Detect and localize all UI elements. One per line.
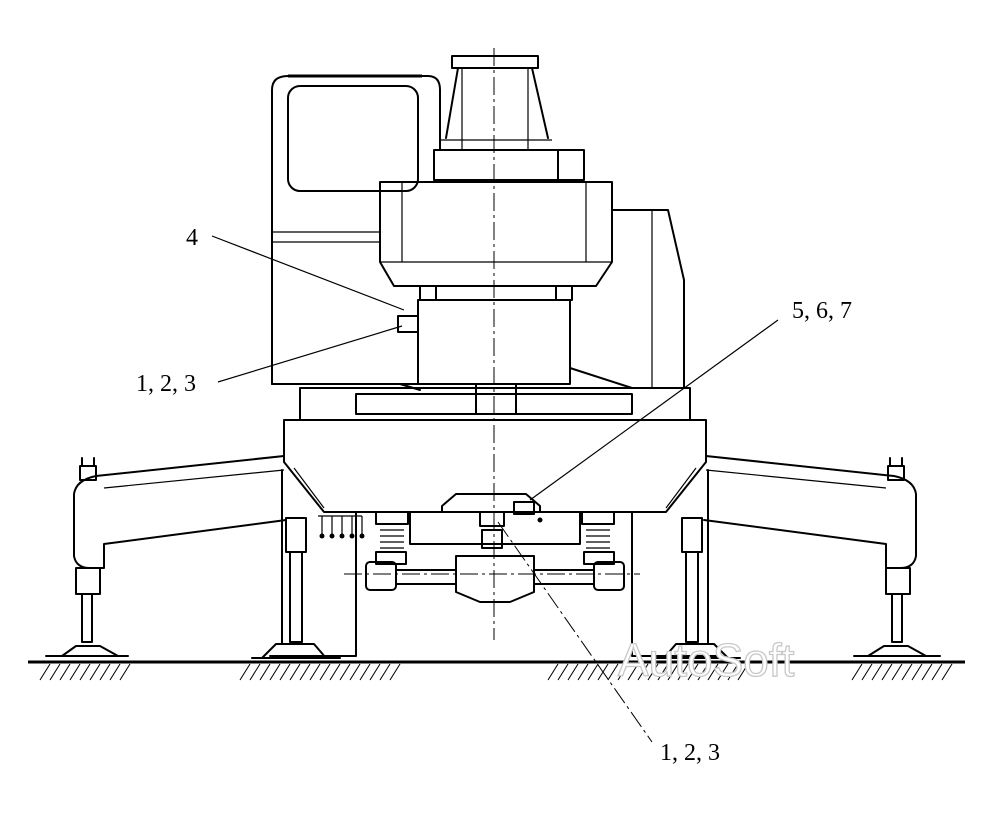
- leader-567: [529, 319, 779, 501]
- hatch-line: [349, 663, 361, 681]
- turret-body: [271, 299, 685, 391]
- hatch-line: [289, 663, 301, 681]
- hatch-line: [727, 663, 739, 681]
- right-outrigger: [703, 455, 941, 657]
- hatch-line: [607, 663, 619, 681]
- left-outrigger: [45, 455, 287, 657]
- leader-123-left: [217, 325, 403, 383]
- undercarriage: [283, 419, 707, 513]
- hatch-line: [389, 663, 401, 681]
- hatch-line: [717, 663, 729, 681]
- hatch-line: [279, 663, 291, 681]
- hatch-line: [259, 663, 271, 681]
- hatch-line: [627, 663, 639, 681]
- hatch-line: [239, 663, 251, 681]
- hatch-line: [249, 663, 261, 681]
- hatch-line: [891, 663, 903, 681]
- ground: [28, 660, 965, 681]
- left-wheel-assembly: [251, 469, 409, 659]
- hatch-line: [319, 663, 331, 681]
- hatch-line: [69, 663, 81, 681]
- hatch-line: [921, 663, 933, 681]
- hatch-line: [657, 663, 669, 681]
- hatch-line: [99, 663, 111, 681]
- top-frame: [433, 55, 585, 181]
- hatch-line: [369, 663, 381, 681]
- hatch-line: [577, 663, 589, 681]
- hatch-line: [309, 663, 321, 681]
- slewing-ring: [299, 383, 691, 421]
- hatch-line: [329, 663, 341, 681]
- hatch-line: [269, 663, 281, 681]
- hatch-line: [911, 663, 923, 681]
- hatch-line: [931, 663, 943, 681]
- hatch-line: [359, 663, 371, 681]
- hatch-line: [737, 663, 749, 681]
- hatch-line: [637, 663, 649, 681]
- hatch-line: [687, 663, 699, 681]
- hatch-line: [707, 663, 719, 681]
- hatch-line: [851, 663, 863, 681]
- leader-lines: [211, 235, 779, 743]
- hatch-line: [871, 663, 883, 681]
- engine-housing: [611, 209, 685, 389]
- hatch-line: [39, 663, 51, 681]
- boom-head: [379, 181, 613, 301]
- hatch-line: [79, 663, 91, 681]
- hatch-line: [697, 663, 709, 681]
- hatch-line: [941, 663, 953, 681]
- hatch-line: [119, 663, 131, 681]
- callout-123-bottom: 1, 2, 3: [660, 740, 720, 766]
- hatch-line: [861, 663, 873, 681]
- operator-cab: [271, 74, 441, 385]
- hatch-line: [89, 663, 101, 681]
- leader-123-bottom: [497, 521, 653, 743]
- hatch-line: [49, 663, 61, 681]
- hatch-line: [557, 663, 569, 681]
- hatch-line: [617, 663, 629, 681]
- hatch-line: [109, 663, 121, 681]
- hatch-line: [677, 663, 689, 681]
- axle: [365, 493, 625, 603]
- callout-123-left: 1, 2, 3: [136, 371, 196, 397]
- center-axes: [344, 48, 640, 640]
- callout-567: 5, 6, 7: [792, 298, 852, 324]
- hatch-line: [299, 663, 311, 681]
- watermark: AutoSoft: [618, 634, 795, 686]
- hatch-line: [59, 663, 71, 681]
- hatch-line: [379, 663, 391, 681]
- callout-4: 4: [186, 225, 198, 251]
- hatch-line: [547, 663, 559, 681]
- right-wheel-assembly: [581, 469, 741, 659]
- ground-hatching: [39, 663, 953, 681]
- hatch-line: [667, 663, 679, 681]
- sensor-array: [318, 515, 365, 539]
- hatch-line: [567, 663, 579, 681]
- hatch-line: [901, 663, 913, 681]
- hatch-line: [587, 663, 599, 681]
- hatch-line: [647, 663, 659, 681]
- leader-4: [211, 235, 405, 311]
- hatch-line: [881, 663, 893, 681]
- hatch-line: [339, 663, 351, 681]
